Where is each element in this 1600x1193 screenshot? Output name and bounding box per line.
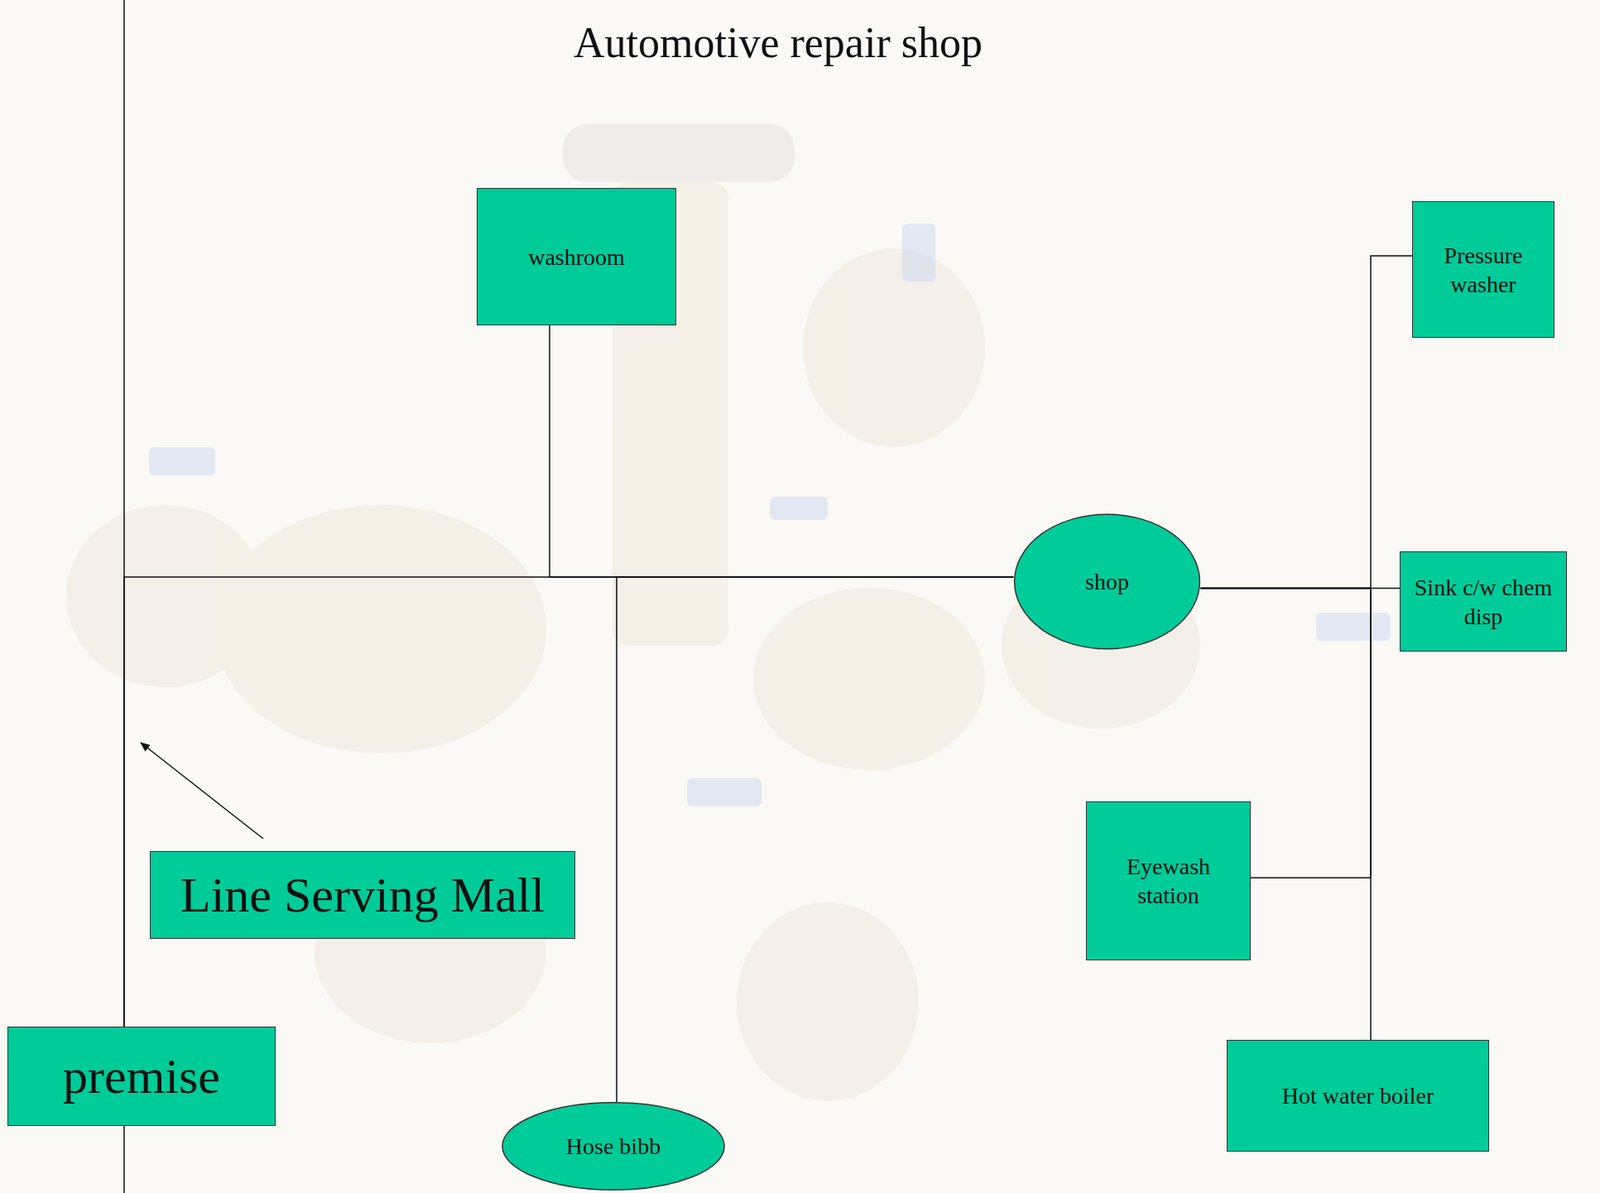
node-label: shop	[1085, 566, 1130, 596]
fixture-box: Eyewash station	[1085, 801, 1251, 961]
node-label: washroom	[528, 242, 625, 272]
diagram-title: Automotive repair shop	[0, 18, 1557, 68]
node-label: Eyewash station	[1096, 851, 1240, 910]
leader-arrow	[140, 742, 264, 839]
fixture-box: Sink c/w chem disp	[1399, 551, 1567, 652]
pipe-connector	[1201, 255, 1413, 589]
node-label: Line Serving Mall	[180, 864, 545, 927]
node-label: Sink c/w chem disp	[1410, 572, 1557, 631]
pipe-connector	[124, 576, 1014, 1027]
callout-box: Line Serving Mall	[149, 850, 576, 939]
node-label: Pressure washer	[1422, 240, 1544, 299]
fixture-box: Pressure washer	[1412, 201, 1555, 338]
shop-ellipse: shop	[1013, 513, 1202, 650]
pipe-connector	[549, 325, 1014, 577]
fixture-box: Hot water boiler	[1226, 1039, 1490, 1152]
premise-box: premise	[7, 1026, 276, 1126]
node-label: premise	[62, 1045, 221, 1108]
pipe-connector	[616, 576, 1014, 1102]
node-label: Hose bibb	[566, 1131, 661, 1161]
hose-ellipse: Hose bibb	[500, 1101, 726, 1191]
node-label: Hot water boiler	[1282, 1081, 1435, 1110]
washroom-box: washroom	[476, 187, 677, 326]
